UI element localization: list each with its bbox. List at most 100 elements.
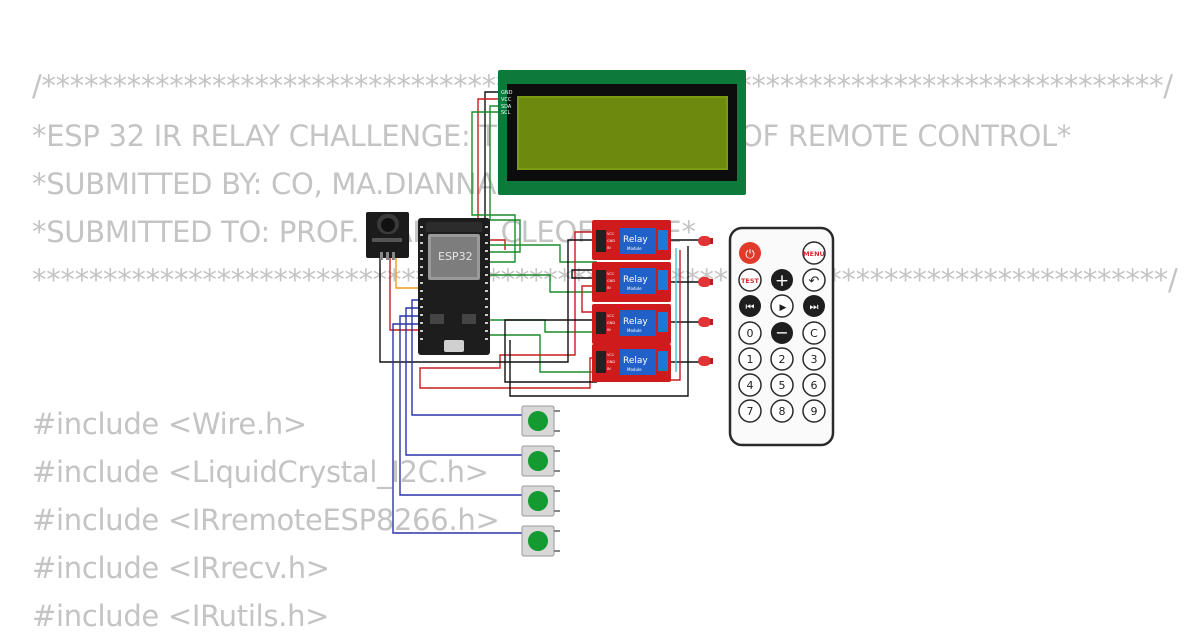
digit-3-label: 3 <box>811 353 818 366</box>
minus-icon: − <box>775 323 788 342</box>
code-line-8: #include <IRremoteESP8266.h> <box>32 503 500 537</box>
relay-module-2[interactable]: Relay Module VCC GND IN <box>592 262 671 302</box>
relay-1-pin-in: IN <box>607 246 611 250</box>
remote-play-button[interactable]: ▶ <box>770 294 794 318</box>
lcd-display[interactable]: GND VCC SDA SCL <box>498 70 746 195</box>
remote-digit-1[interactable]: 1 <box>738 347 762 371</box>
play-icon: ▶ <box>780 303 787 313</box>
remote-test-button[interactable]: TEST <box>738 268 762 292</box>
digit-2-label: 2 <box>779 353 786 366</box>
remote-digit-7[interactable]: 7 <box>738 399 762 423</box>
code-line-6: #include <Wire.h> <box>32 407 307 441</box>
wire-button-1 <box>411 299 522 416</box>
led-4[interactable] <box>698 356 713 366</box>
remote-digit-2[interactable]: 2 <box>770 347 794 371</box>
wire-relay1-in <box>488 244 597 263</box>
wire-relay-vcc-2 <box>581 285 597 313</box>
lcd-pin-scl: SCL <box>501 110 511 116</box>
remote-menu-label: MENU <box>803 250 825 258</box>
remote-prev-button[interactable]: ⏮ <box>739 295 761 317</box>
power-icon: ⏻ <box>745 247 755 261</box>
remote-plus-button[interactable]: + <box>771 269 793 291</box>
remote-test-label: TEST <box>741 277 760 285</box>
esp32-board[interactable]: ESP32 <box>418 218 490 355</box>
wire-relay-gnd-2 <box>504 319 597 383</box>
prev-icon: ⏮ <box>746 302 755 313</box>
code-line-9: #include <IRrecv.h> <box>32 551 330 585</box>
code-line-10: #include <IRutils.h> <box>32 599 330 633</box>
digit-6-label: 6 <box>811 379 818 392</box>
ir-remote[interactable]: ⏻ MENU TEST + ↶ ⏮ ▶ ⏭ <box>728 226 835 447</box>
relay-4-sub: Module <box>627 367 642 372</box>
relay-module-4[interactable]: Relay Module VCC GND IN <box>592 344 671 382</box>
relay-2-pin-vcc: VCC <box>607 272 615 276</box>
lcd-pin-sda: SDA <box>501 104 512 110</box>
relay-2-pin-in: IN <box>607 286 611 290</box>
back-icon: ↶ <box>809 274 820 289</box>
remote-clear-button[interactable]: C <box>802 321 826 345</box>
lcd-pin-gnd: GND <box>501 90 513 96</box>
wire-ir-vcc <box>389 256 420 331</box>
relay-3-pin-vcc: VCC <box>607 314 615 318</box>
wire-led-common <box>509 246 689 397</box>
code-line-7: #include <LiquidCrystal_I2C.h> <box>32 455 489 489</box>
remote-back-button[interactable]: ↶ <box>802 268 826 292</box>
digit-1-label: 1 <box>747 353 754 366</box>
relay-3-label: Relay <box>623 317 648 327</box>
relay-4-pin-vcc: VCC <box>607 353 615 357</box>
digit-8-label: 8 <box>779 405 786 418</box>
wire-button-2 <box>405 307 522 456</box>
digit-9-label: 9 <box>811 405 818 418</box>
wire-lcd-scl <box>471 111 516 263</box>
remote-zero-label: 0 <box>747 327 754 340</box>
remote-menu-button[interactable]: MENU <box>802 241 826 265</box>
wire-relay4-in <box>488 334 597 373</box>
relay-3-pin-gnd: GND <box>607 321 615 325</box>
wire-ir-signal <box>395 256 420 289</box>
wire-button-4 <box>392 323 522 534</box>
relay-module-1[interactable]: Relay Module VCC GND IN <box>592 220 671 260</box>
remote-next-button[interactable]: ⏭ <box>803 295 825 317</box>
plus-icon: + <box>775 271 789 291</box>
push-button-1[interactable] <box>521 405 560 437</box>
relay-1-sub: Module <box>627 246 642 251</box>
wire-button-3 <box>399 315 522 496</box>
wire-relay-vcc <box>419 231 597 389</box>
ir-receiver-module[interactable] <box>366 212 409 260</box>
remote-digit-8[interactable]: 8 <box>770 399 794 423</box>
led-3[interactable] <box>698 317 713 327</box>
relay-2-pin-gnd: GND <box>607 279 615 283</box>
relay-3-sub: Module <box>627 328 642 333</box>
push-button-2[interactable] <box>521 445 560 477</box>
relay-module-3[interactable]: Relay Module VCC GND IN <box>592 304 671 344</box>
remote-clear-label: C <box>810 327 818 340</box>
code-line-3: *SUBMITTED BY: CO, MA.DIANNA LOU <box>32 167 564 201</box>
remote-digit-4[interactable]: 4 <box>738 373 762 397</box>
relay-1-pin-vcc: VCC <box>607 232 615 236</box>
esp32-label: ESP32 <box>438 250 473 263</box>
wire-relay-gnd-3 <box>571 269 597 279</box>
relay-1-pin-gnd: GND <box>607 239 615 243</box>
remote-power-button[interactable]: ⏻ <box>739 242 761 264</box>
led-1[interactable] <box>698 236 713 246</box>
wire-relay2-in <box>488 274 597 293</box>
push-button-3[interactable] <box>521 485 560 517</box>
push-button-4[interactable] <box>521 525 560 557</box>
remote-digit-3[interactable]: 3 <box>802 347 826 371</box>
relay-1-label: Relay <box>623 235 648 245</box>
relay-3-pin-in: IN <box>607 328 611 332</box>
remote-minus-button[interactable]: − <box>771 322 793 344</box>
remote-digit-6[interactable]: 6 <box>802 373 826 397</box>
remote-digit-9[interactable]: 9 <box>802 399 826 423</box>
remote-zero-button[interactable]: 0 <box>738 321 762 345</box>
digit-7-label: 7 <box>747 405 754 418</box>
wires <box>372 91 700 534</box>
remote-digit-5[interactable]: 5 <box>770 373 794 397</box>
relay-4-label: Relay <box>623 356 648 366</box>
led-2[interactable] <box>698 277 713 287</box>
lcd-pin-vcc: VCC <box>501 97 512 103</box>
digit-5-label: 5 <box>779 379 786 392</box>
relay-4-pin-gnd: GND <box>607 360 615 364</box>
relay-2-sub: Module <box>627 286 642 291</box>
